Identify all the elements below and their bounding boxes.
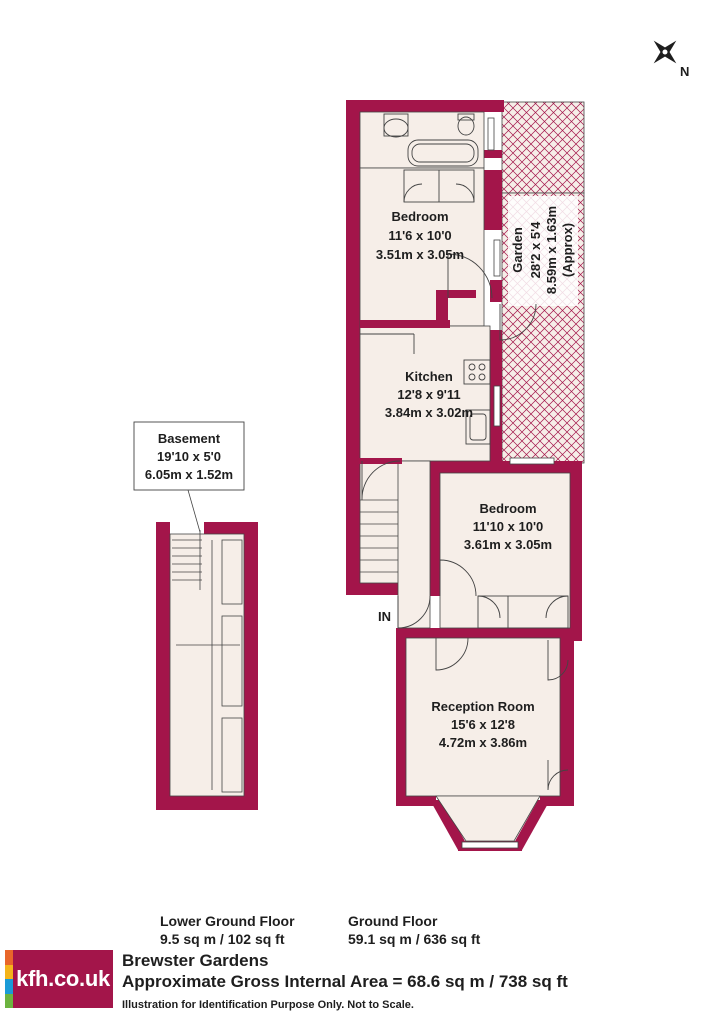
bedroom-middle-metric: 3.61m x 3.05m — [464, 537, 552, 552]
kitchen-fixtures — [360, 333, 491, 445]
garden-name: Garden — [510, 227, 525, 273]
garden-area — [501, 101, 585, 194]
interior-walls — [352, 290, 476, 464]
reception-metric: 4.72m x 3.86m — [439, 735, 527, 750]
ground-floor-walls — [346, 100, 582, 851]
room-labels: Bedroom 11'6 x 10'0 3.51m x 3.05m Garden… — [145, 206, 575, 750]
property-name: Brewster Gardens — [122, 951, 269, 970]
door-swings — [361, 253, 569, 791]
basement-stairs — [172, 530, 243, 793]
bedroom-rear-metric: 3.51m x 3.05m — [376, 247, 464, 262]
lower-floor-name: Lower Ground Floor — [160, 913, 295, 929]
ground-floor-name: Ground Floor — [348, 913, 438, 929]
garden-metric: 8.59m x 1.63m — [544, 206, 559, 294]
windows — [461, 117, 555, 849]
ground-floor-area: 59.1 sq m / 636 sq ft — [348, 931, 481, 947]
gross-area: Approximate Gross Internal Area = 68.6 s… — [122, 972, 568, 991]
basement-metric: 6.05m x 1.52m — [145, 467, 233, 482]
bedroom-rear-name: Bedroom — [391, 209, 448, 224]
entrance-label: IN — [378, 609, 391, 624]
basement-walls — [156, 522, 258, 810]
basement-name: Basement — [158, 431, 221, 446]
lower-floor-summary: Lower Ground Floor 9.5 sq m / 102 sq ft — [160, 912, 295, 948]
compass-north-label: N — [680, 64, 689, 79]
bedroom-middle-imperial: 11'10 x 10'0 — [473, 519, 544, 534]
disclaimer: Illustration for Identification Purpose … — [122, 999, 414, 1011]
logo-text: kfh.co.uk — [13, 950, 113, 1008]
ground-floor-summary: Ground Floor 59.1 sq m / 636 sq ft — [348, 912, 480, 948]
kitchen-imperial: 12'8 x 9'11 — [397, 387, 460, 402]
basement-label-box — [133, 421, 245, 491]
garden-imperial: 28'2 x 5'4 — [528, 221, 543, 279]
bedroom-middle-name: Bedroom — [479, 501, 536, 516]
basement-floor — [169, 533, 245, 797]
reception-imperial: 15'6 x 12'8 — [451, 717, 515, 732]
kitchen-name: Kitchen — [405, 369, 453, 384]
basement-imperial: 19'10 x 5'0 — [157, 449, 221, 464]
garden-note: (Approx) — [560, 223, 575, 277]
bedroom-rear-imperial: 11'6 x 10'0 — [388, 228, 451, 243]
ground-stairs — [360, 499, 398, 573]
reception-name: Reception Room — [431, 699, 534, 714]
ground-floor-rooms — [359, 111, 571, 842]
lower-floor-area: 9.5 sq m / 102 sq ft — [160, 931, 285, 947]
compass-icon — [653, 40, 677, 64]
kfh-logo: kfh.co.uk — [5, 950, 113, 1008]
bathroom-fixtures — [383, 113, 479, 203]
kitchen-metric: 3.84m x 3.02m — [385, 405, 473, 420]
title-block: Brewster Gardens Approximate Gross Inter… — [122, 951, 568, 1013]
